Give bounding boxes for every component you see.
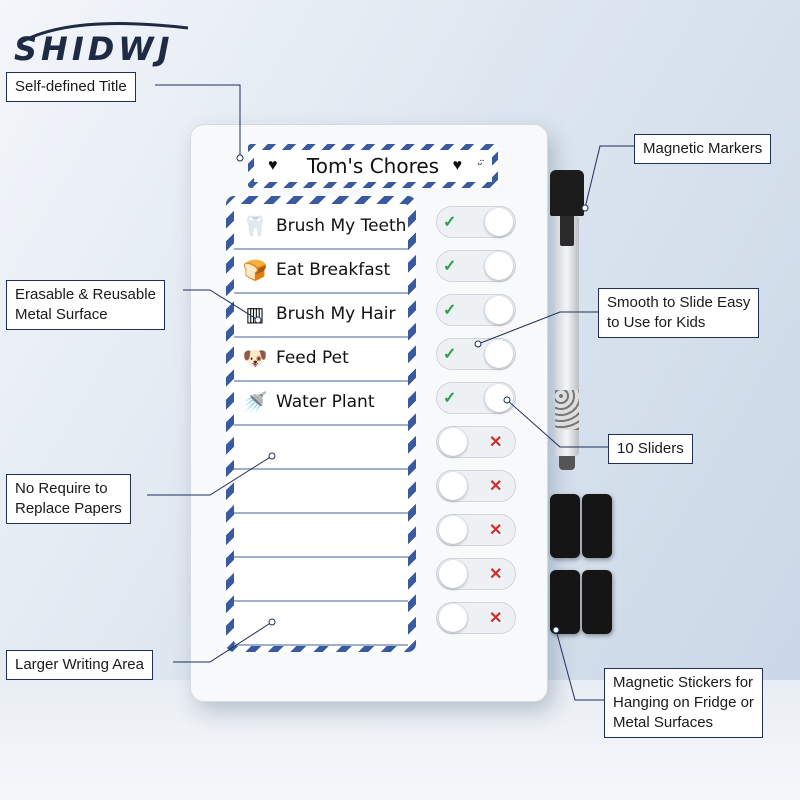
magnet-sticker: [550, 570, 580, 634]
watering-can-icon: 🚿: [242, 391, 268, 414]
cross-icon: ✕: [489, 566, 503, 583]
callout-self-defined-title: Self-defined Title: [6, 72, 136, 102]
chore-label: Brush My Teeth: [276, 216, 407, 236]
slider-knob[interactable]: [485, 252, 513, 280]
marker-eraser-cap: [550, 170, 584, 216]
slider-knob[interactable]: [485, 208, 513, 236]
chore-slider[interactable]: ✓: [436, 338, 516, 370]
magnet-sticker: [582, 494, 612, 558]
check-icon: ✓: [443, 302, 457, 319]
heart-icon: ♥: [268, 157, 278, 174]
slider-knob[interactable]: [439, 428, 467, 456]
chore-slider[interactable]: ✓: [436, 382, 516, 414]
check-icon: ✓: [443, 214, 457, 231]
brand-logo: SHIDWJ: [14, 30, 174, 68]
slider-knob[interactable]: [485, 340, 513, 368]
chore-row: ▥ Brush My Hair: [234, 292, 408, 338]
callout-erasable-surface: Erasable & Reusable Metal Surface: [6, 280, 165, 330]
chore-slider[interactable]: ✓: [436, 250, 516, 282]
chore-row: [234, 512, 408, 558]
smile-icon: ᵕ̈: [477, 157, 482, 171]
comb-icon: ▥: [245, 303, 265, 326]
slider-knob[interactable]: [439, 604, 467, 632]
writing-area: 🦷 Brush My Teeth 🍞 Eat Breakfast ▥ Brush My H…: [226, 196, 416, 652]
tooth-icon: 🦷: [242, 215, 268, 238]
chore-label: Brush My Hair: [276, 304, 396, 324]
slider-knob[interactable]: [439, 472, 467, 500]
dog-icon: 🐶: [242, 347, 268, 370]
chore-label: Water Plant: [276, 392, 375, 412]
chore-row: 🐶 Feed Pet: [234, 336, 408, 382]
chore-slider[interactable]: ✕: [436, 514, 516, 546]
magnet-sticker: [550, 494, 580, 558]
marker-clip: [560, 210, 574, 246]
magnetic-marker: [550, 170, 584, 470]
title-panel: ♥ Tom's Chores ♥ ᵕ̈: [254, 150, 492, 182]
heart-icon: ♥: [452, 157, 463, 174]
chore-slider[interactable]: ✕: [436, 602, 516, 634]
chore-slider[interactable]: ✕: [436, 470, 516, 502]
chore-row: [234, 424, 408, 470]
chore-label: Feed Pet: [276, 348, 349, 368]
callout-no-papers: No Require to Replace Papers: [6, 474, 131, 524]
bread-icon: 🍞: [242, 259, 268, 282]
callout-smooth-slide: Smooth to Slide Easy to Use for Kids: [598, 288, 760, 338]
cross-icon: ✕: [489, 478, 503, 495]
chore-slider[interactable]: ✕: [436, 426, 516, 458]
chore-slider[interactable]: ✓: [436, 294, 516, 326]
slider-knob[interactable]: [439, 560, 467, 588]
slider-knob[interactable]: [485, 296, 513, 324]
chore-row: [234, 468, 408, 514]
chore-row: 🍞 Eat Breakfast: [234, 248, 408, 294]
marker-tip: [559, 456, 575, 470]
brand-arc-icon: [17, 22, 189, 46]
cross-icon: ✕: [489, 434, 503, 451]
cross-icon: ✕: [489, 610, 503, 627]
callout-magnetic-stickers: Magnetic Stickers for Hanging on Fridge …: [604, 668, 763, 738]
callout-magnetic-markers: Magnetic Markers: [634, 134, 772, 164]
check-icon: ✓: [443, 390, 457, 407]
slider-knob[interactable]: [485, 384, 513, 412]
chore-list: 🦷 Brush My Teeth 🍞 Eat Breakfast ▥ Brush My H…: [234, 204, 408, 646]
cross-icon: ✕: [489, 522, 503, 539]
magnet-sticker: [582, 570, 612, 634]
marker-grip: [555, 390, 579, 430]
check-icon: ✓: [443, 346, 457, 363]
board-title: Tom's Chores: [306, 154, 440, 178]
chore-row: [234, 600, 408, 646]
chore-slider[interactable]: ✓: [436, 206, 516, 238]
check-icon: ✓: [443, 258, 457, 275]
chore-slider[interactable]: ✕: [436, 558, 516, 590]
title-strip: ♥ Tom's Chores ♥ ᵕ̈: [248, 144, 498, 188]
slider-knob[interactable]: [439, 516, 467, 544]
callout-writing-area: Larger Writing Area: [6, 650, 153, 680]
chore-label: Eat Breakfast: [276, 260, 391, 280]
chore-row: 🦷 Brush My Teeth: [234, 204, 408, 250]
chore-row: 🚿 Water Plant: [234, 380, 408, 426]
callout-ten-sliders: 10 Sliders: [608, 434, 693, 464]
chore-row: [234, 556, 408, 602]
